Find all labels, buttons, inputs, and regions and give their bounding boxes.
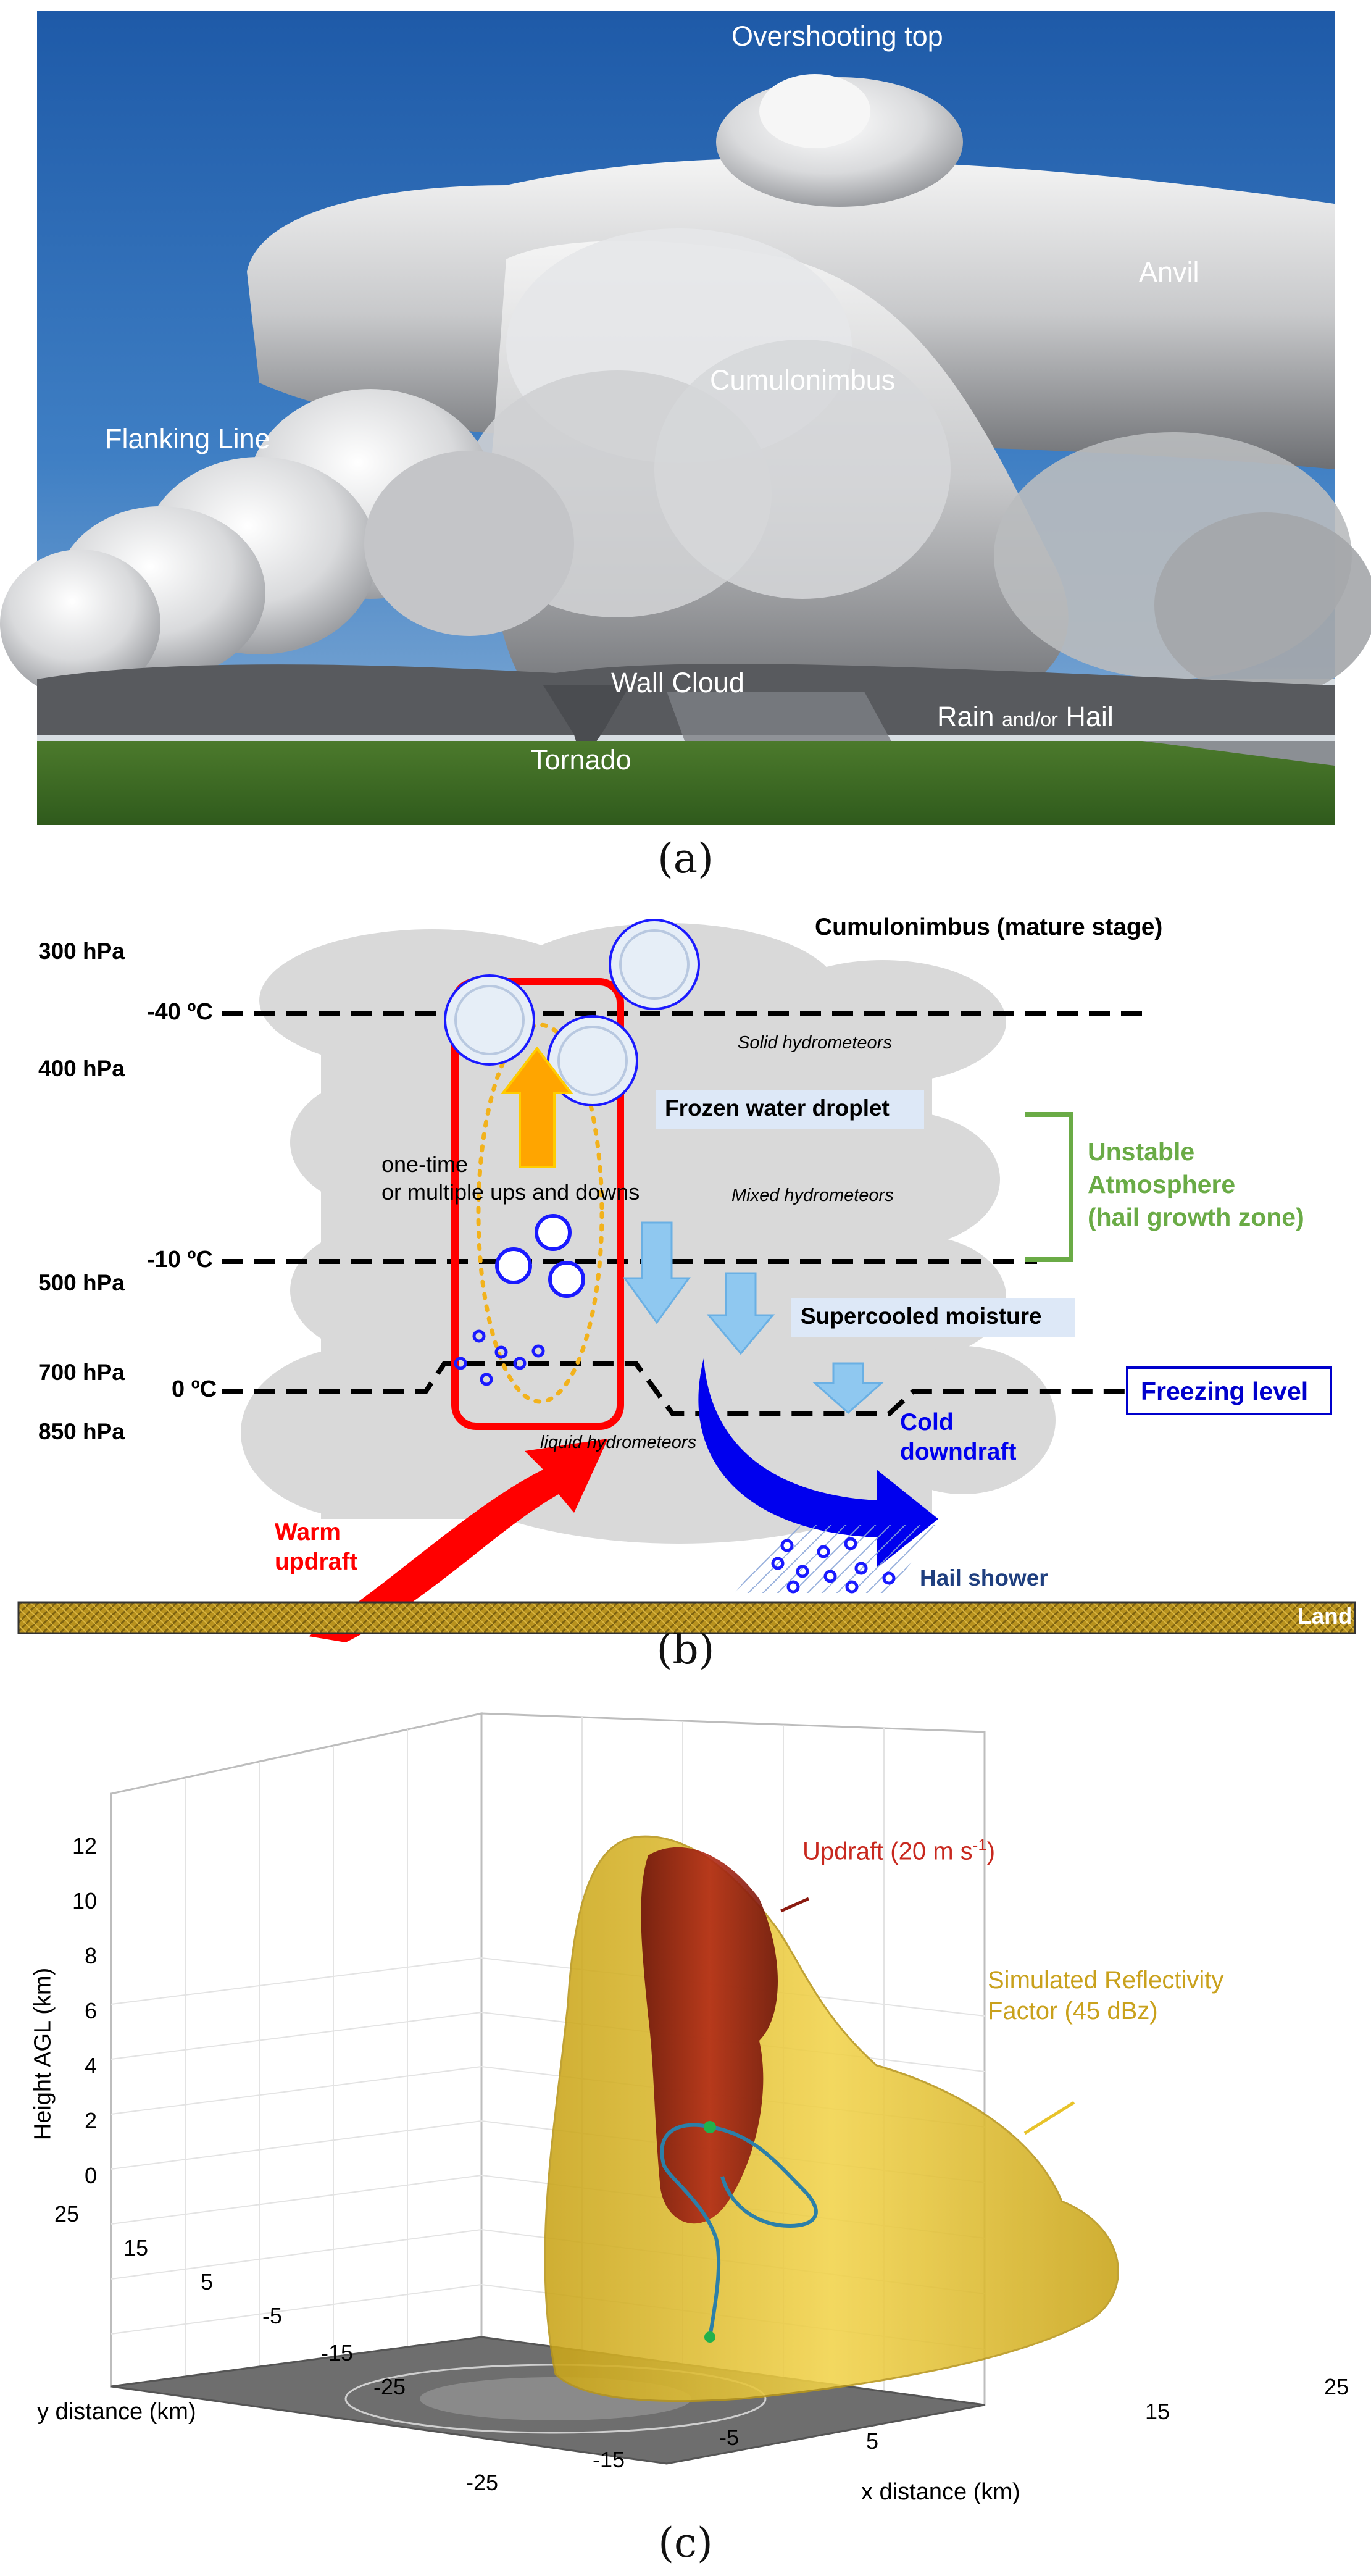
panel-c: 12 10 8 6 4 2 0 Height AGL (km) 25 15 5 … (0, 1695, 1371, 2576)
trajectory-start (704, 2331, 715, 2343)
cumulonimbus-photo (0, 11, 1371, 825)
depth-axis-label: y distance (km) (37, 2399, 196, 2425)
x-tick-m25: -25 (466, 2470, 499, 2495)
line-zero (222, 1361, 1130, 1416)
cold-downdraft-arrow (698, 1358, 938, 1568)
updraft-core-box (451, 978, 624, 1430)
down-arrows (623, 1221, 884, 1415)
label-overshooting-top: Overshooting top (731, 20, 943, 52)
schematic-title: Cumulonimbus (mature stage) (815, 914, 1163, 940)
x-tick-m15: -15 (593, 2447, 625, 2472)
pressure-850: 850 hPa (38, 1419, 125, 1444)
label-ups-downs-2: or multiple ups and downs (381, 1179, 640, 1205)
label-mixed-hydrometeors: Mixed hydrometeors (731, 1186, 894, 1205)
z-tick-10: 10 (72, 1888, 98, 1913)
label-ups-downs-1: one-time (381, 1152, 469, 1177)
label-unstable-3: (hail growth zone) (1088, 1203, 1304, 1231)
label-tornado: Tornado (531, 744, 631, 776)
x-tick-25: 25 (1324, 2374, 1349, 2399)
updraft-leader (780, 1897, 810, 1913)
reflectivity-leader (1023, 2101, 1075, 2135)
temp-minus40: -40 ºC (147, 999, 213, 1025)
label-anvil: Anvil (1139, 256, 1199, 288)
supercooled-box (791, 1298, 1075, 1337)
hail-shower-stones (771, 1537, 896, 1594)
label-supercooled: Supercooled moisture (801, 1303, 1042, 1329)
reflectivity-label-1: Simulated Reflectivity (988, 1967, 1224, 1994)
y-tick-m15: -15 (321, 2340, 354, 2365)
caption-b: (b) (656, 1626, 715, 1673)
z-tick-8: 8 (85, 1943, 98, 1968)
back-wall-left (110, 1712, 483, 2388)
z-tick-4: 4 (85, 2053, 98, 2078)
pressure-300: 300 hPa (38, 939, 125, 964)
caption-c: (c) (658, 2519, 713, 2567)
freezing-level-box (1126, 1366, 1332, 1415)
panel-b: 300 hPa 400 hPa 500 hPa 700 hPa 850 hPa … (0, 889, 1371, 1683)
label-unstable-2: Atmosphere (1088, 1170, 1236, 1198)
pressure-700: 700 hPa (38, 1360, 125, 1385)
label-frozen-droplet: Frozen water droplet (665, 1095, 890, 1121)
pressure-500: 500 hPa (38, 1270, 125, 1295)
label-solid-hydrometeors: Solid hydrometeors (738, 1033, 892, 1053)
y-tick-25: 25 (54, 2201, 80, 2227)
hailstone-small (495, 1214, 585, 1298)
temp-minus10: -10 ºC (147, 1247, 213, 1273)
updraft-label: Updraft (20 m s-1) (802, 1836, 995, 1865)
simulated-storm-3d (110, 1712, 1119, 2465)
label-rain-hail: Rain and/or Hail (937, 701, 1114, 733)
x-axis-label: x distance (km) (861, 2479, 1020, 2505)
updraft-label-exponent: -1 (972, 1836, 987, 1854)
droplets (454, 1329, 545, 1386)
label-rain: Rain (937, 701, 994, 732)
label-cumulonimbus: Cumulonimbus (710, 364, 896, 396)
label-cold-1: Cold (900, 1409, 954, 1436)
frozen-droplet-box (656, 1090, 924, 1129)
pressure-400: 400 hPa (38, 1056, 125, 1081)
y-tick-5: 5 (201, 2269, 214, 2294)
label-and-or: and/or (1002, 708, 1058, 730)
land-strip (17, 1601, 1356, 1634)
x-tick-m5: -5 (719, 2425, 740, 2450)
x-tick-15: 15 (1145, 2399, 1170, 2424)
y-axis-label: Height AGL (km) (30, 1967, 56, 2141)
label-freezing-level: Freezing level (1141, 1377, 1309, 1405)
recirculation-loop (476, 1022, 604, 1404)
panel-a: Overshooting top Anvil Cumulonimbus Flan… (0, 0, 1371, 882)
label-hail-shower: Hail shower (920, 1565, 1048, 1591)
label-liquid-hydrometeors: liquid hydrometeors (540, 1432, 697, 1452)
y-tick-15: 15 (123, 2235, 149, 2260)
y-tick-m5: -5 (262, 2303, 283, 2328)
updraft-label-close: ) (986, 1838, 996, 1865)
z-tick-0: 0 (85, 2163, 98, 2188)
z-tick-12: 12 (72, 1833, 98, 1859)
x-tick-5: 5 (866, 2428, 879, 2454)
label-warm-1: Warm (275, 1519, 341, 1545)
label-warm-2: updraft (275, 1549, 358, 1575)
caption-a: (a) (657, 835, 714, 882)
hail-growth-schematic (17, 919, 1356, 1642)
label-wall-cloud: Wall Cloud (611, 667, 744, 698)
z-tick-2: 2 (85, 2108, 98, 2133)
hail-growth-bracket (1025, 1112, 1073, 1262)
hailstone-large (444, 919, 700, 1106)
label-hail: Hail (1065, 701, 1114, 732)
trajectory-end (704, 2121, 716, 2133)
label-unstable-1: Unstable (1088, 1137, 1195, 1166)
z-tick-6: 6 (85, 1998, 98, 2023)
up-arrow (500, 1046, 574, 1168)
temp-zero: 0 ºC (172, 1376, 217, 1402)
label-cold-2: downdraft (900, 1439, 1017, 1465)
reflectivity-label-2: Factor (45 dBz) (988, 1997, 1158, 2025)
warm-updraft-arrow (309, 1439, 608, 1642)
y-tick-m25: -25 (373, 2374, 406, 2399)
updraft-label-text: Updraft (20 m s (802, 1838, 973, 1865)
label-flanking-line: Flanking Line (105, 423, 270, 454)
label-land: Land (1298, 1604, 1352, 1629)
